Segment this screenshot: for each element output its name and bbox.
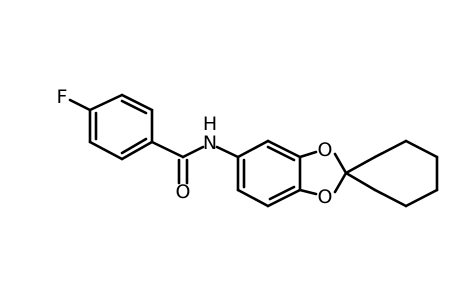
dioxole-ring: O O [298, 139, 348, 208]
bond-ring-o-top [298, 150, 318, 159]
bond-n-ring [215, 145, 240, 159]
bond-ring-carbonyl [150, 140, 185, 159]
bond-c3-c4-cyclo [404, 139, 439, 159]
bond-spiro-c2 [344, 155, 377, 175]
ring-oxygen-top-label: O [318, 139, 333, 161]
carbonyl-oxygen-label: O [176, 181, 191, 203]
nitrogen-label: N [203, 132, 217, 154]
bond-inner-3 [120, 137, 148, 155]
bond-ring-o-bottom [298, 188, 318, 196]
bond-c3-c4 [88, 93, 124, 112]
bond-c-f [68, 98, 92, 112]
bond-c5-c6-cyclo [404, 188, 439, 208]
bond-o-top-spiro [333, 152, 348, 175]
bond-c2-c3-cyclo [373, 139, 408, 159]
cyclohexane-ring [344, 139, 439, 208]
benzodioxole-benzene-ring [236, 139, 302, 208]
bond-b6-b1 [236, 139, 270, 159]
bond-c6-c1 [120, 140, 154, 161]
bond-carbonyl-n [181, 145, 205, 159]
fluorine-label: F [57, 86, 68, 108]
bond-spiro-c6b [344, 171, 377, 192]
bond-c5-c6 [88, 140, 124, 161]
bond-b5-b6 [266, 139, 302, 159]
bond-c2-c3 [120, 93, 154, 112]
bond-c6-spiro [373, 188, 408, 208]
bond-b2-b3 [236, 188, 270, 208]
fluorophenyl-ring [88, 93, 154, 161]
bond-o-bottom-spiro [333, 171, 348, 194]
amide-group: O N H [150, 113, 240, 203]
bond-inner-6 [266, 145, 296, 162]
ring-oxygen-bottom-label: O [318, 186, 333, 208]
bond-b3-b4 [266, 188, 302, 208]
bond-inner-1 [120, 99, 148, 115]
hydrogen-label: H [203, 113, 217, 135]
bond-inner-5 [268, 185, 296, 201]
